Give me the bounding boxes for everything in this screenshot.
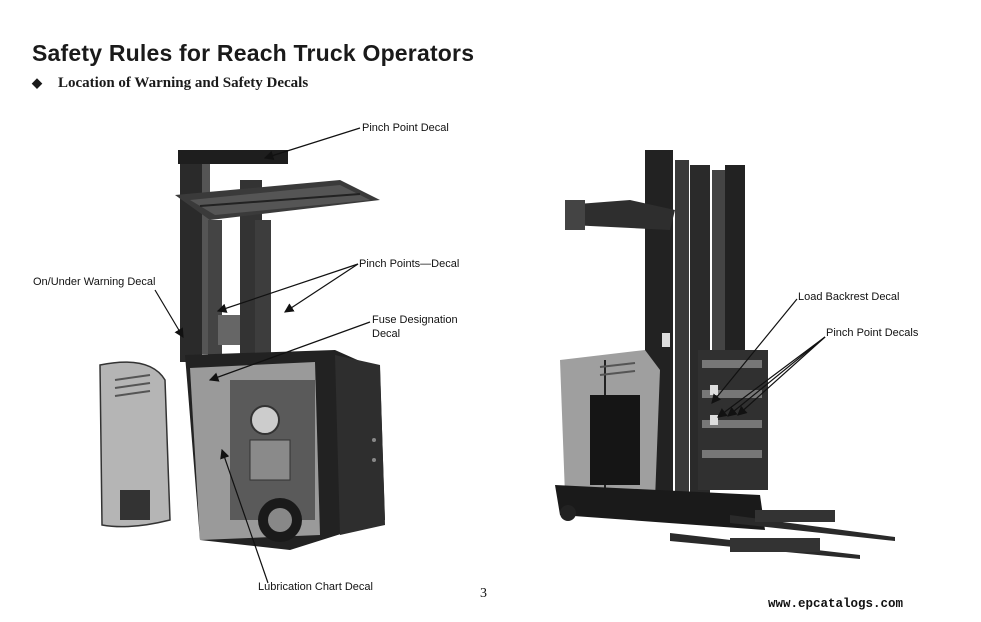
section-heading-text: Location of Warning and Safety Decals <box>58 75 309 91</box>
section-heading: ◆ Location of Warning and Safety Decals <box>32 75 308 92</box>
reach-truck-left-illustration <box>99 150 385 550</box>
pinch-point-decal-label: Pinch Point Decal <box>362 122 449 134</box>
pinch-points-decal-label: Pinch Points—Decal <box>359 258 460 270</box>
lubrication-chart-decal-label: Lubrication Chart Decal <box>258 581 373 593</box>
diamond-bullet-icon: ◆ <box>32 75 42 90</box>
load-backrest-decal-label: Load Backrest Decal <box>798 291 900 303</box>
website-watermark: www.epcatalogs.com <box>768 597 904 611</box>
reach-truck-right-illustration <box>555 150 895 559</box>
page-number: 3 <box>480 586 487 601</box>
on-under-warning-decal-label: On/Under Warning Decal <box>33 276 156 288</box>
fuse-designation-decal-label: Fuse Designation Decal <box>372 313 458 341</box>
pinch-point-decals-label: Pinch Point Decals <box>826 327 919 339</box>
fuse-designation-line1: Fuse Designation <box>372 314 458 326</box>
fuse-designation-line2: Decal <box>372 328 401 340</box>
page-title: Safety Rules for Reach Truck Operators <box>32 40 475 66</box>
